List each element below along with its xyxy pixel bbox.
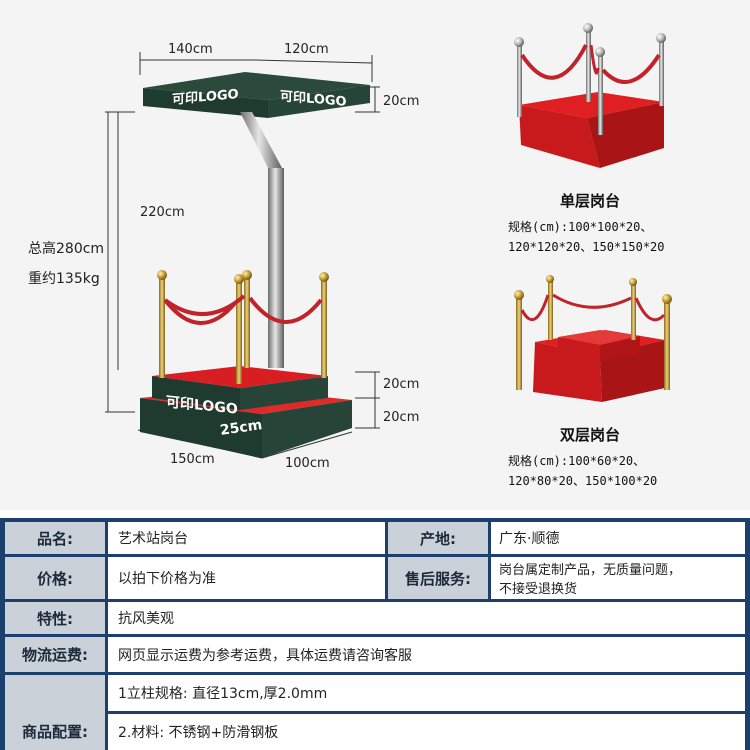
dimension-top-width-b: 120cm <box>284 42 329 57</box>
feature-label: 特性: <box>5 602 105 634</box>
config-line2: 2.材料: 不锈钢+防滑钢板 <box>108 714 745 750</box>
origin-value: 广东·顺德 <box>491 522 745 554</box>
single-stage-spec-line2: 120*120*20、150*150*20 <box>508 240 665 254</box>
booth-base <box>140 366 352 458</box>
guard-booth-illustration <box>105 23 672 459</box>
aftersale-label: 售后服务: <box>388 557 488 599</box>
double-stage-spec-line1: 规格(cm):100*60*20、 <box>508 454 646 468</box>
top-dimension-lines <box>105 52 380 459</box>
double-stage-title: 双层岗台 <box>560 426 621 444</box>
dimension-base-width-b: 100cm <box>285 456 330 471</box>
dimension-top-height: 20cm <box>383 94 420 109</box>
aftersale-line1: 岗台属定制产品，无质量问题， <box>499 563 682 578</box>
config-label: 商品配置: <box>5 675 105 750</box>
config-line1: 1立柱规格: 直径13cm,厚2.0mm <box>108 675 745 711</box>
dimension-step-height-a: 20cm <box>383 377 420 392</box>
dimension-weight: 重约135kg <box>28 271 100 287</box>
double-stage-spec-line2: 120*80*20、150*100*20 <box>508 474 658 488</box>
single-stage-title: 单层岗台 <box>560 192 621 210</box>
logistics-label: 物流运费: <box>5 637 105 672</box>
name-value: 艺术站岗台 <box>108 522 385 554</box>
origin-value-text: 广东·顺德 <box>499 531 560 547</box>
price-value: 以拍下价格为准 <box>108 557 385 599</box>
product-illustration-area: 可印LOGO 可印LOGO 可印LOGO 140cm 120cm 20cm 22… <box>0 0 750 510</box>
aftersale-value: 岗台属定制产品，无质量问题， 不接受退换货 <box>491 557 745 599</box>
feature-value: 抗风美观 <box>108 602 745 634</box>
single-stage-illustration <box>514 23 666 168</box>
base-posts <box>157 270 329 384</box>
product-spec-table: 品名: 艺术站岗台 产地: 广东·顺德 价格: 以拍下价格为准 售后服务: 岗台… <box>0 518 750 750</box>
dimension-total-height: 总高280cm <box>28 241 105 257</box>
name-label: 品名: <box>5 522 105 554</box>
single-stage-spec-line1: 规格(cm):100*100*20、 <box>508 220 653 234</box>
logistics-value: 网页显示运费为参考运费，具体运费请咨询客服 <box>108 637 745 672</box>
canopy <box>143 72 370 118</box>
origin-label: 产地: <box>388 522 488 554</box>
dimension-step-height-b: 20cm <box>383 410 420 425</box>
price-label: 价格: <box>5 557 105 599</box>
dimension-pole-height: 220cm <box>140 205 185 220</box>
double-stage-illustration <box>514 275 672 402</box>
dimension-base-width-a: 150cm <box>170 452 215 467</box>
aftersale-line2: 不接受退换货 <box>499 582 578 597</box>
base-ropes <box>163 294 323 325</box>
dimension-top-width-a: 140cm <box>168 42 213 57</box>
